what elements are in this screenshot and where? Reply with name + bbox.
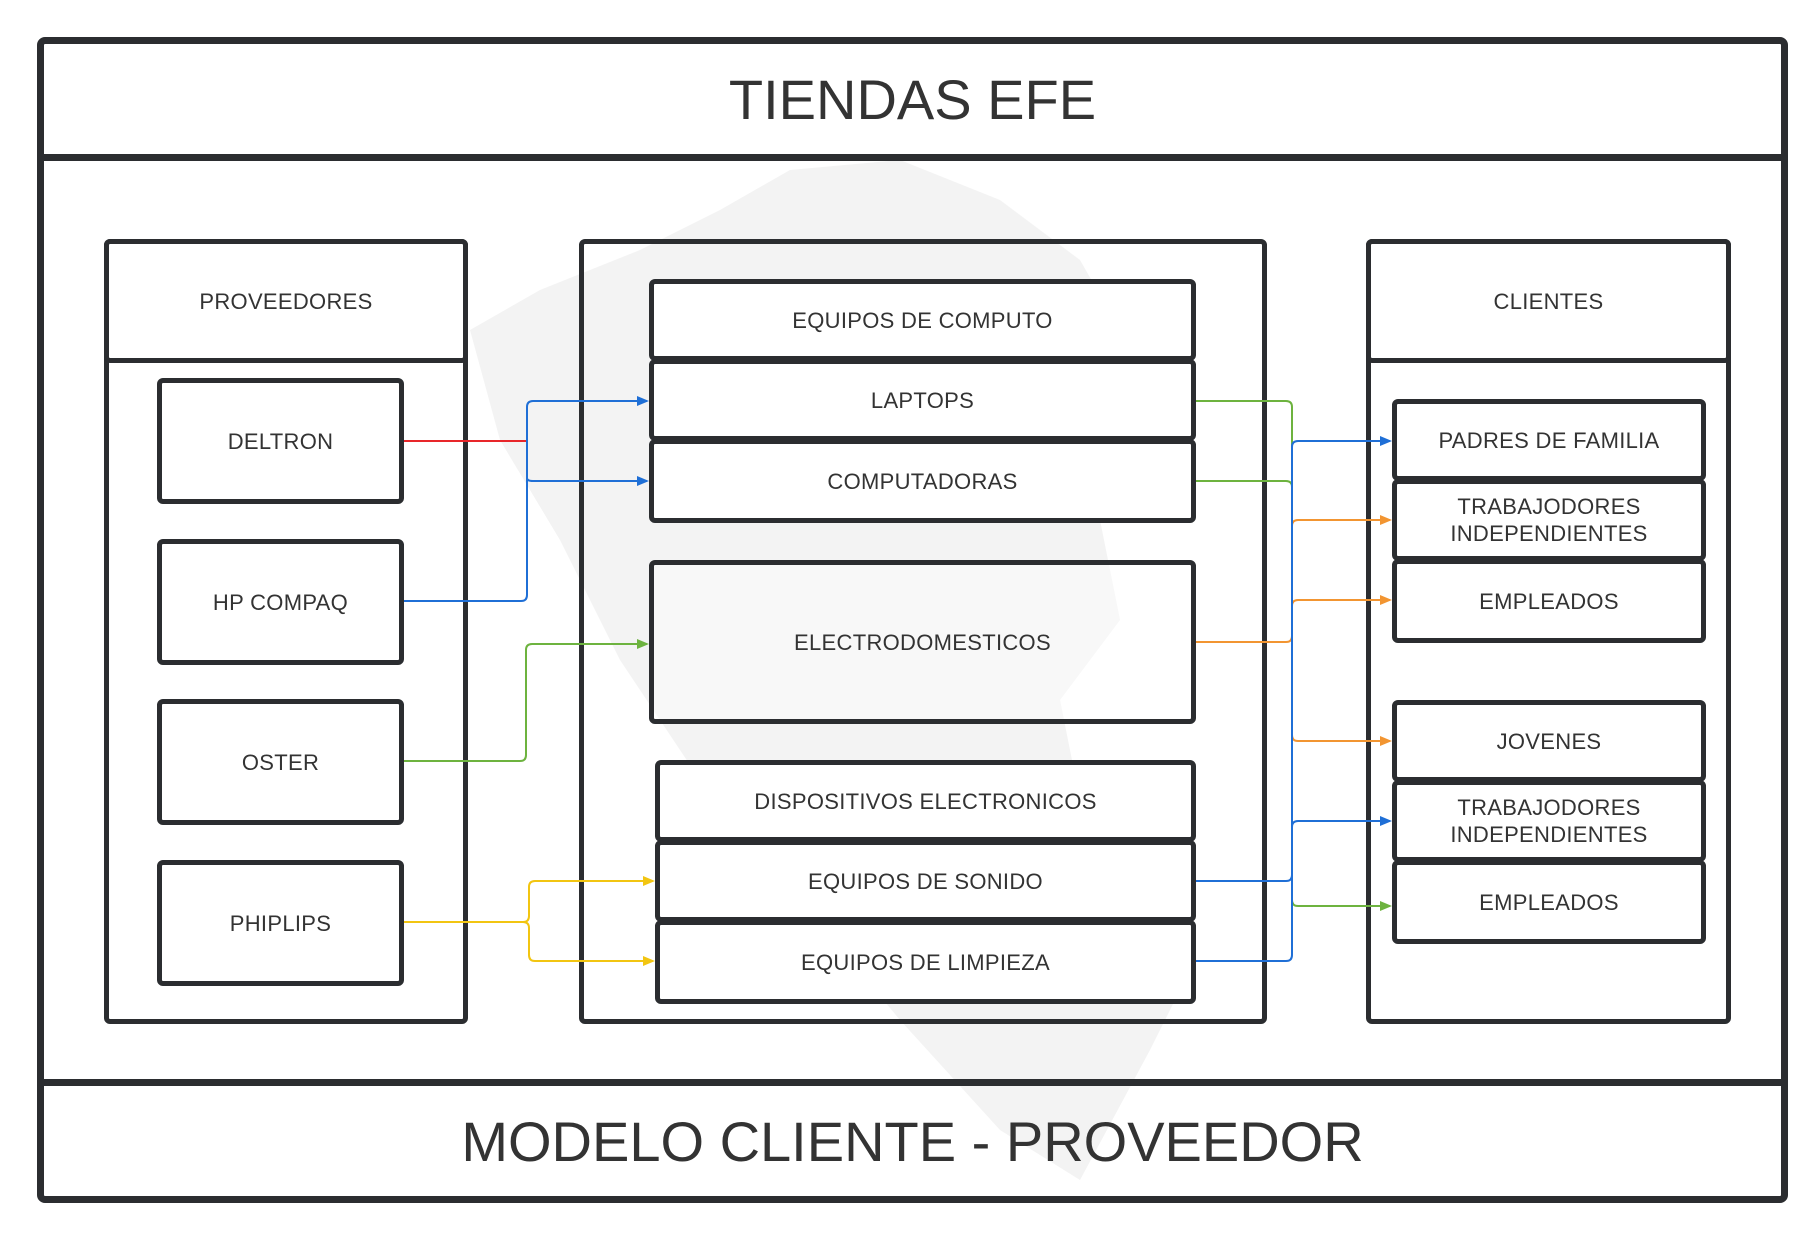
proveedor-hp-compaq: HP COMPAQ xyxy=(157,539,404,665)
cliente-trabajadores-independientes-2: TRABAJODORES INDEPENDIENTES xyxy=(1392,780,1706,862)
productos-panel xyxy=(579,239,1267,1024)
footer-divider xyxy=(37,1079,1788,1086)
laptops-box: LAPTOPS xyxy=(649,359,1196,441)
connector-limpieza-out xyxy=(1196,816,1392,962)
clientes-header: CLIENTES xyxy=(1366,239,1731,363)
connector-computadoras-out xyxy=(1196,480,1293,900)
equipos-de-sonido-box: EQUIPOS DE SONIDO xyxy=(655,840,1196,922)
footer-title: MODELO CLIENTE - PROVEEDOR xyxy=(461,1109,1364,1173)
connector-hp-computadoras xyxy=(526,476,649,486)
proveedor-oster: OSTER xyxy=(157,699,404,825)
cliente-jovenes: JOVENES xyxy=(1392,700,1706,782)
connector-phiplips-sonido xyxy=(404,876,655,923)
electrodomesticos-box: ELECTRODOMESTICOS xyxy=(649,560,1196,724)
proveedores-header: PROVEEDORES xyxy=(104,239,468,363)
connector-electro-empleados xyxy=(1291,595,1392,607)
proveedor-deltron: DELTRON xyxy=(157,378,404,504)
cliente-trabajadores-independientes-1: TRABAJODORES INDEPENDIENTES xyxy=(1392,479,1706,561)
equipos-de-computo-header: EQUIPOS DE COMPUTO xyxy=(649,279,1196,361)
proveedor-phiplips: PHIPLIPS xyxy=(157,860,404,986)
equipos-de-limpieza-box: EQUIPOS DE LIMPIEZA xyxy=(655,920,1196,1004)
connector-hp-laptops xyxy=(404,396,649,602)
cliente-padres-de-familia: PADRES DE FAMILIA xyxy=(1392,399,1706,481)
connector-oster xyxy=(404,639,649,762)
page-title: TIENDAS EFE xyxy=(728,67,1097,131)
connector-electro-jovenes xyxy=(1291,648,1392,746)
dispositivos-electronicos-header: DISPOSITIVOS ELECTRONICOS xyxy=(655,760,1196,842)
cliente-empleados-2: EMPLEADOS xyxy=(1392,860,1706,944)
connector-sonido-out xyxy=(1196,436,1392,882)
title-divider xyxy=(37,154,1788,161)
computadoras-box: COMPUTADORAS xyxy=(649,439,1196,523)
connector-phiplips-limpieza xyxy=(522,921,655,966)
cliente-empleados-1: EMPLEADOS xyxy=(1392,559,1706,643)
